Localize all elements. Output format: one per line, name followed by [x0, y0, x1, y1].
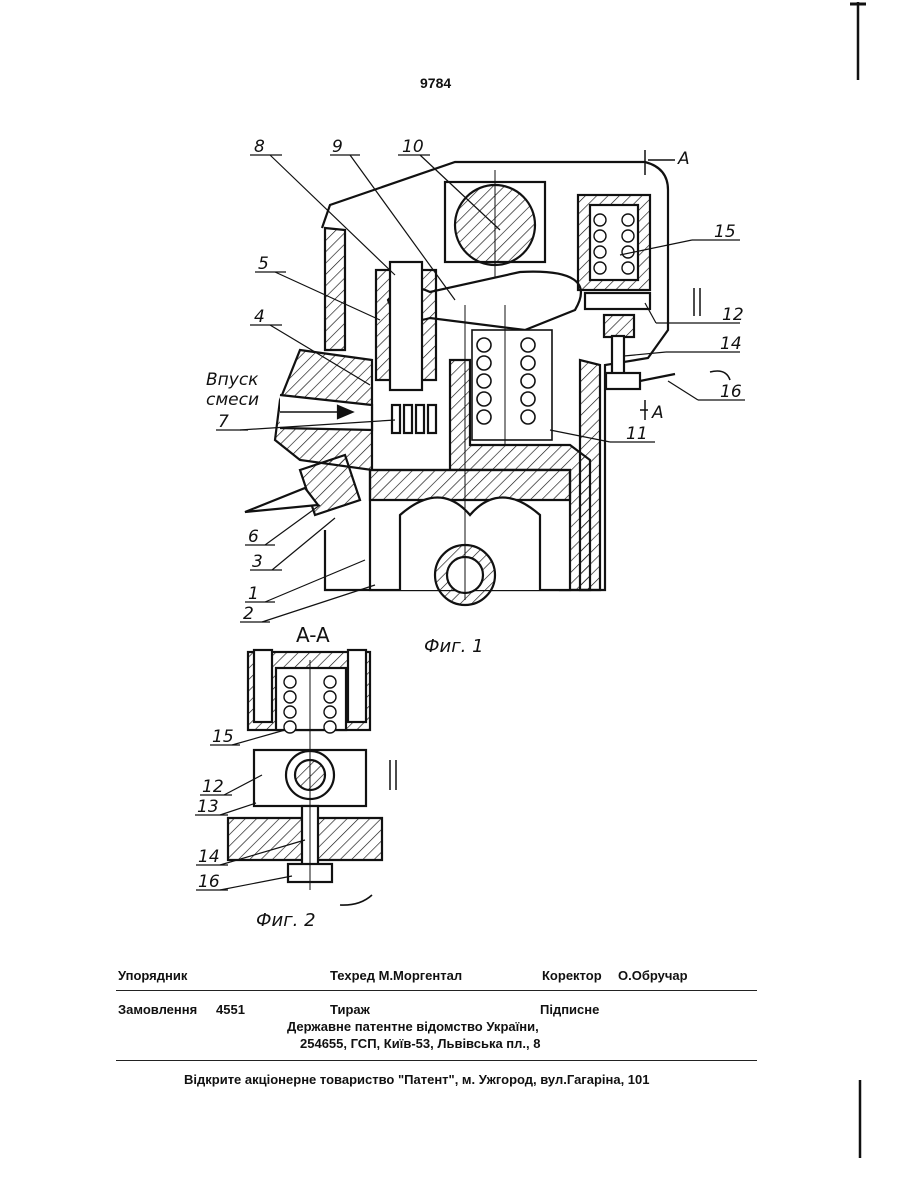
- intake-label-line1: Впуск: [206, 370, 259, 390]
- fig2-callout-13: 13: [197, 797, 219, 817]
- office-line2: 254655, ГСП, Київ-53, Львівська пл., 8: [300, 1036, 540, 1051]
- section-marker-bottom: A: [651, 403, 664, 423]
- callout-3: 3: [252, 552, 263, 572]
- section-title: A-A: [296, 623, 330, 647]
- figure1-drawing: [216, 150, 745, 622]
- callout-15: 15: [714, 222, 736, 242]
- order-number: 4551: [216, 1002, 245, 1017]
- corrector-name: О.Обручар: [618, 968, 688, 983]
- callout-2: 2: [243, 604, 254, 624]
- publisher: Відкрите акціонерне товариство "Патент",…: [184, 1072, 650, 1087]
- corrector-label: Коректор: [542, 968, 602, 983]
- compiler-label: Упорядник: [118, 968, 187, 983]
- office-line1: Державне патентне відомство України,: [287, 1019, 539, 1034]
- callout-16: 16: [720, 382, 742, 402]
- subscription-label: Підписне: [540, 1002, 599, 1017]
- callout-14: 14: [720, 334, 742, 354]
- callout-11: 11: [626, 424, 648, 444]
- callout-6: 6: [248, 527, 259, 547]
- techred: Техред М.Моргентал: [330, 968, 462, 983]
- rule-bottom: [116, 1060, 757, 1061]
- fig2-callout-15: 15: [212, 727, 234, 747]
- order-label: Замовлення: [118, 1002, 197, 1017]
- rule-top: [116, 990, 757, 991]
- callout-5: 5: [258, 254, 269, 274]
- callout-8: 8: [254, 137, 265, 157]
- fig2-callout-12: 12: [202, 777, 224, 797]
- section-marker-top: A: [677, 149, 690, 169]
- callout-4: 4: [254, 307, 265, 327]
- figure1-caption: Фиг. 1: [424, 636, 484, 657]
- callout-9: 9: [332, 137, 343, 157]
- callout-10: 10: [402, 137, 424, 157]
- callout-1: 1: [248, 584, 259, 604]
- fig2-callout-14: 14: [198, 847, 220, 867]
- figure2-drawing: [195, 650, 396, 905]
- margin-marks: [850, 2, 866, 1158]
- callout-7: 7: [218, 412, 229, 432]
- figure2-caption: Фиг. 2: [256, 910, 316, 931]
- circulation-label: Тираж: [330, 1002, 370, 1017]
- callout-12: 12: [722, 305, 744, 325]
- intake-label-line2: смеси: [206, 390, 259, 410]
- fig2-callout-16: 16: [198, 872, 220, 892]
